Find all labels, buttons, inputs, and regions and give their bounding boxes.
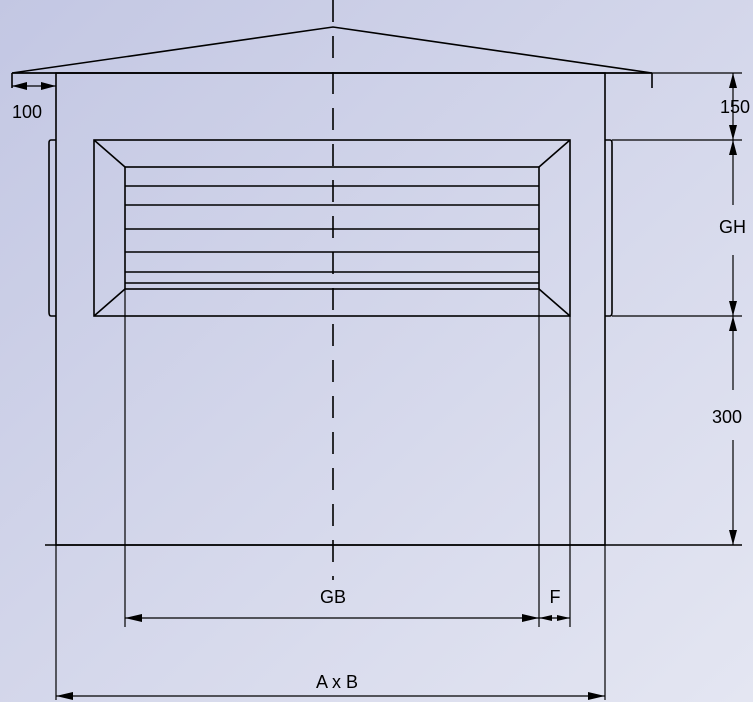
- dimension-arrow: [522, 614, 539, 622]
- dimension-arrow: [729, 73, 737, 88]
- dimension-arrow: [729, 125, 737, 140]
- grille-bevel: [538, 139, 571, 168]
- grille-bevel: [93, 288, 126, 317]
- dimension-label-axb: A x B: [316, 672, 358, 692]
- dimension-label-100: 100: [12, 102, 42, 122]
- grille-bevel: [93, 139, 126, 168]
- left-flange: [48, 139, 56, 317]
- dimension-arrow: [588, 692, 605, 700]
- dimension-label-gh: GH: [719, 217, 746, 237]
- grille-bevel: [538, 288, 571, 317]
- dimension-label-300: 300: [712, 407, 742, 427]
- dimension-label-gb: GB: [320, 587, 346, 607]
- dimension-arrow: [729, 301, 737, 316]
- dimension-arrow: [125, 614, 142, 622]
- dimension-arrow: [729, 140, 737, 155]
- dimension-label-150: 150: [720, 97, 750, 117]
- right-flange: [605, 139, 613, 317]
- grille-outer-frame: [93, 139, 571, 317]
- grille-inner-frame: [124, 166, 540, 290]
- dimension-arrow: [729, 530, 737, 545]
- dimension-arrow: [729, 316, 737, 331]
- dimension-label-f: F: [550, 587, 561, 607]
- dimension-arrow: [56, 692, 73, 700]
- dimension-arrow: [557, 615, 570, 621]
- dimension-arrow: [539, 615, 552, 621]
- louvre-slats: [125, 185, 539, 284]
- dimension-arrow: [12, 82, 27, 90]
- dimension-arrow: [41, 82, 56, 90]
